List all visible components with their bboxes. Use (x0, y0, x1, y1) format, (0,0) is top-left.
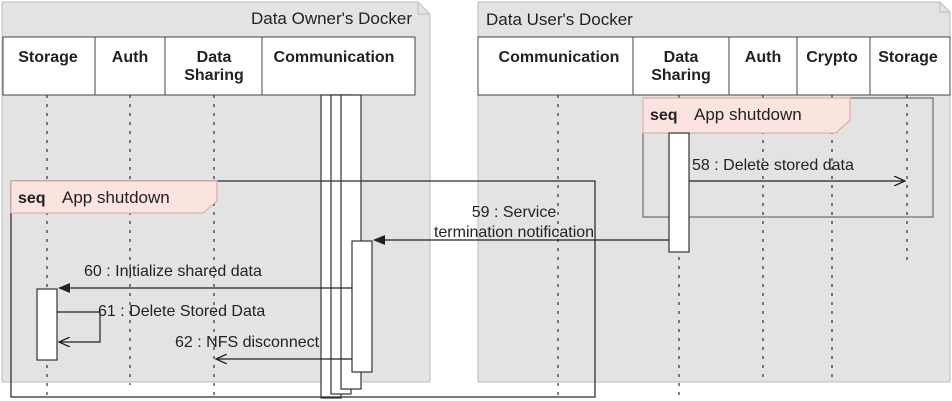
user-crypto-header: Crypto (806, 49, 858, 66)
owner-communication-inner-activation (351, 240, 373, 373)
fragment-keyword: seq (18, 190, 46, 207)
fragment-app-shutdown-user: seq App shutdown (642, 97, 934, 218)
user-data-sharing-activation (668, 132, 690, 253)
message-62-label: 62 : NFS disconnect (175, 334, 320, 351)
fragment-label: App shutdown (62, 188, 170, 207)
message-59-label-line1: 59 : Service (472, 204, 557, 221)
owner-communication-activations (320, 94, 362, 399)
owner-lifeline-headers: Storage Auth Data Sharing Communication (2, 36, 416, 96)
fragment-label: App shutdown (694, 105, 802, 124)
user-lifeline-headers: Communication Data Sharing Auth Crypto S… (477, 36, 951, 96)
message-61: 61 : Delete Stored Data (57, 303, 265, 342)
owner-communication-header: Communication (274, 49, 395, 66)
owner-data-sharing-header-line1: Data (197, 49, 232, 66)
fragment-app-shutdown-owner: seq App shutdown (10, 180, 596, 398)
user-auth-header: Auth (745, 49, 781, 66)
user-communication-header: Communication (499, 49, 620, 66)
owner-docker-title: Data Owner's Docker (251, 9, 412, 28)
message-60: 60 : Initialize shared data (58, 263, 352, 293)
owner-storage-activation (36, 288, 58, 361)
fragment-keyword: seq (650, 107, 678, 124)
user-docker-title: Data User's Docker (486, 10, 633, 29)
user-storage-header: Storage (878, 49, 938, 66)
owner-data-sharing-header-line2: Sharing (184, 67, 244, 84)
message-60-label: 60 : Initialize shared data (84, 263, 262, 280)
owner-auth-header: Auth (112, 49, 148, 66)
message-59: 59 : Service termination notification (373, 204, 669, 245)
user-data-sharing-header-line1: Data (664, 49, 699, 66)
message-58-label: 58 : Delete stored data (692, 157, 854, 174)
message-62: 62 : NFS disconnect (175, 334, 352, 359)
message-61-label: 61 : Delete Stored Data (98, 303, 265, 320)
message-59-label-line2: termination notification (434, 224, 594, 241)
owner-storage-header: Storage (18, 49, 78, 66)
message-58: 58 : Delete stored data (689, 157, 905, 181)
user-data-sharing-header-line2: Sharing (651, 67, 711, 84)
